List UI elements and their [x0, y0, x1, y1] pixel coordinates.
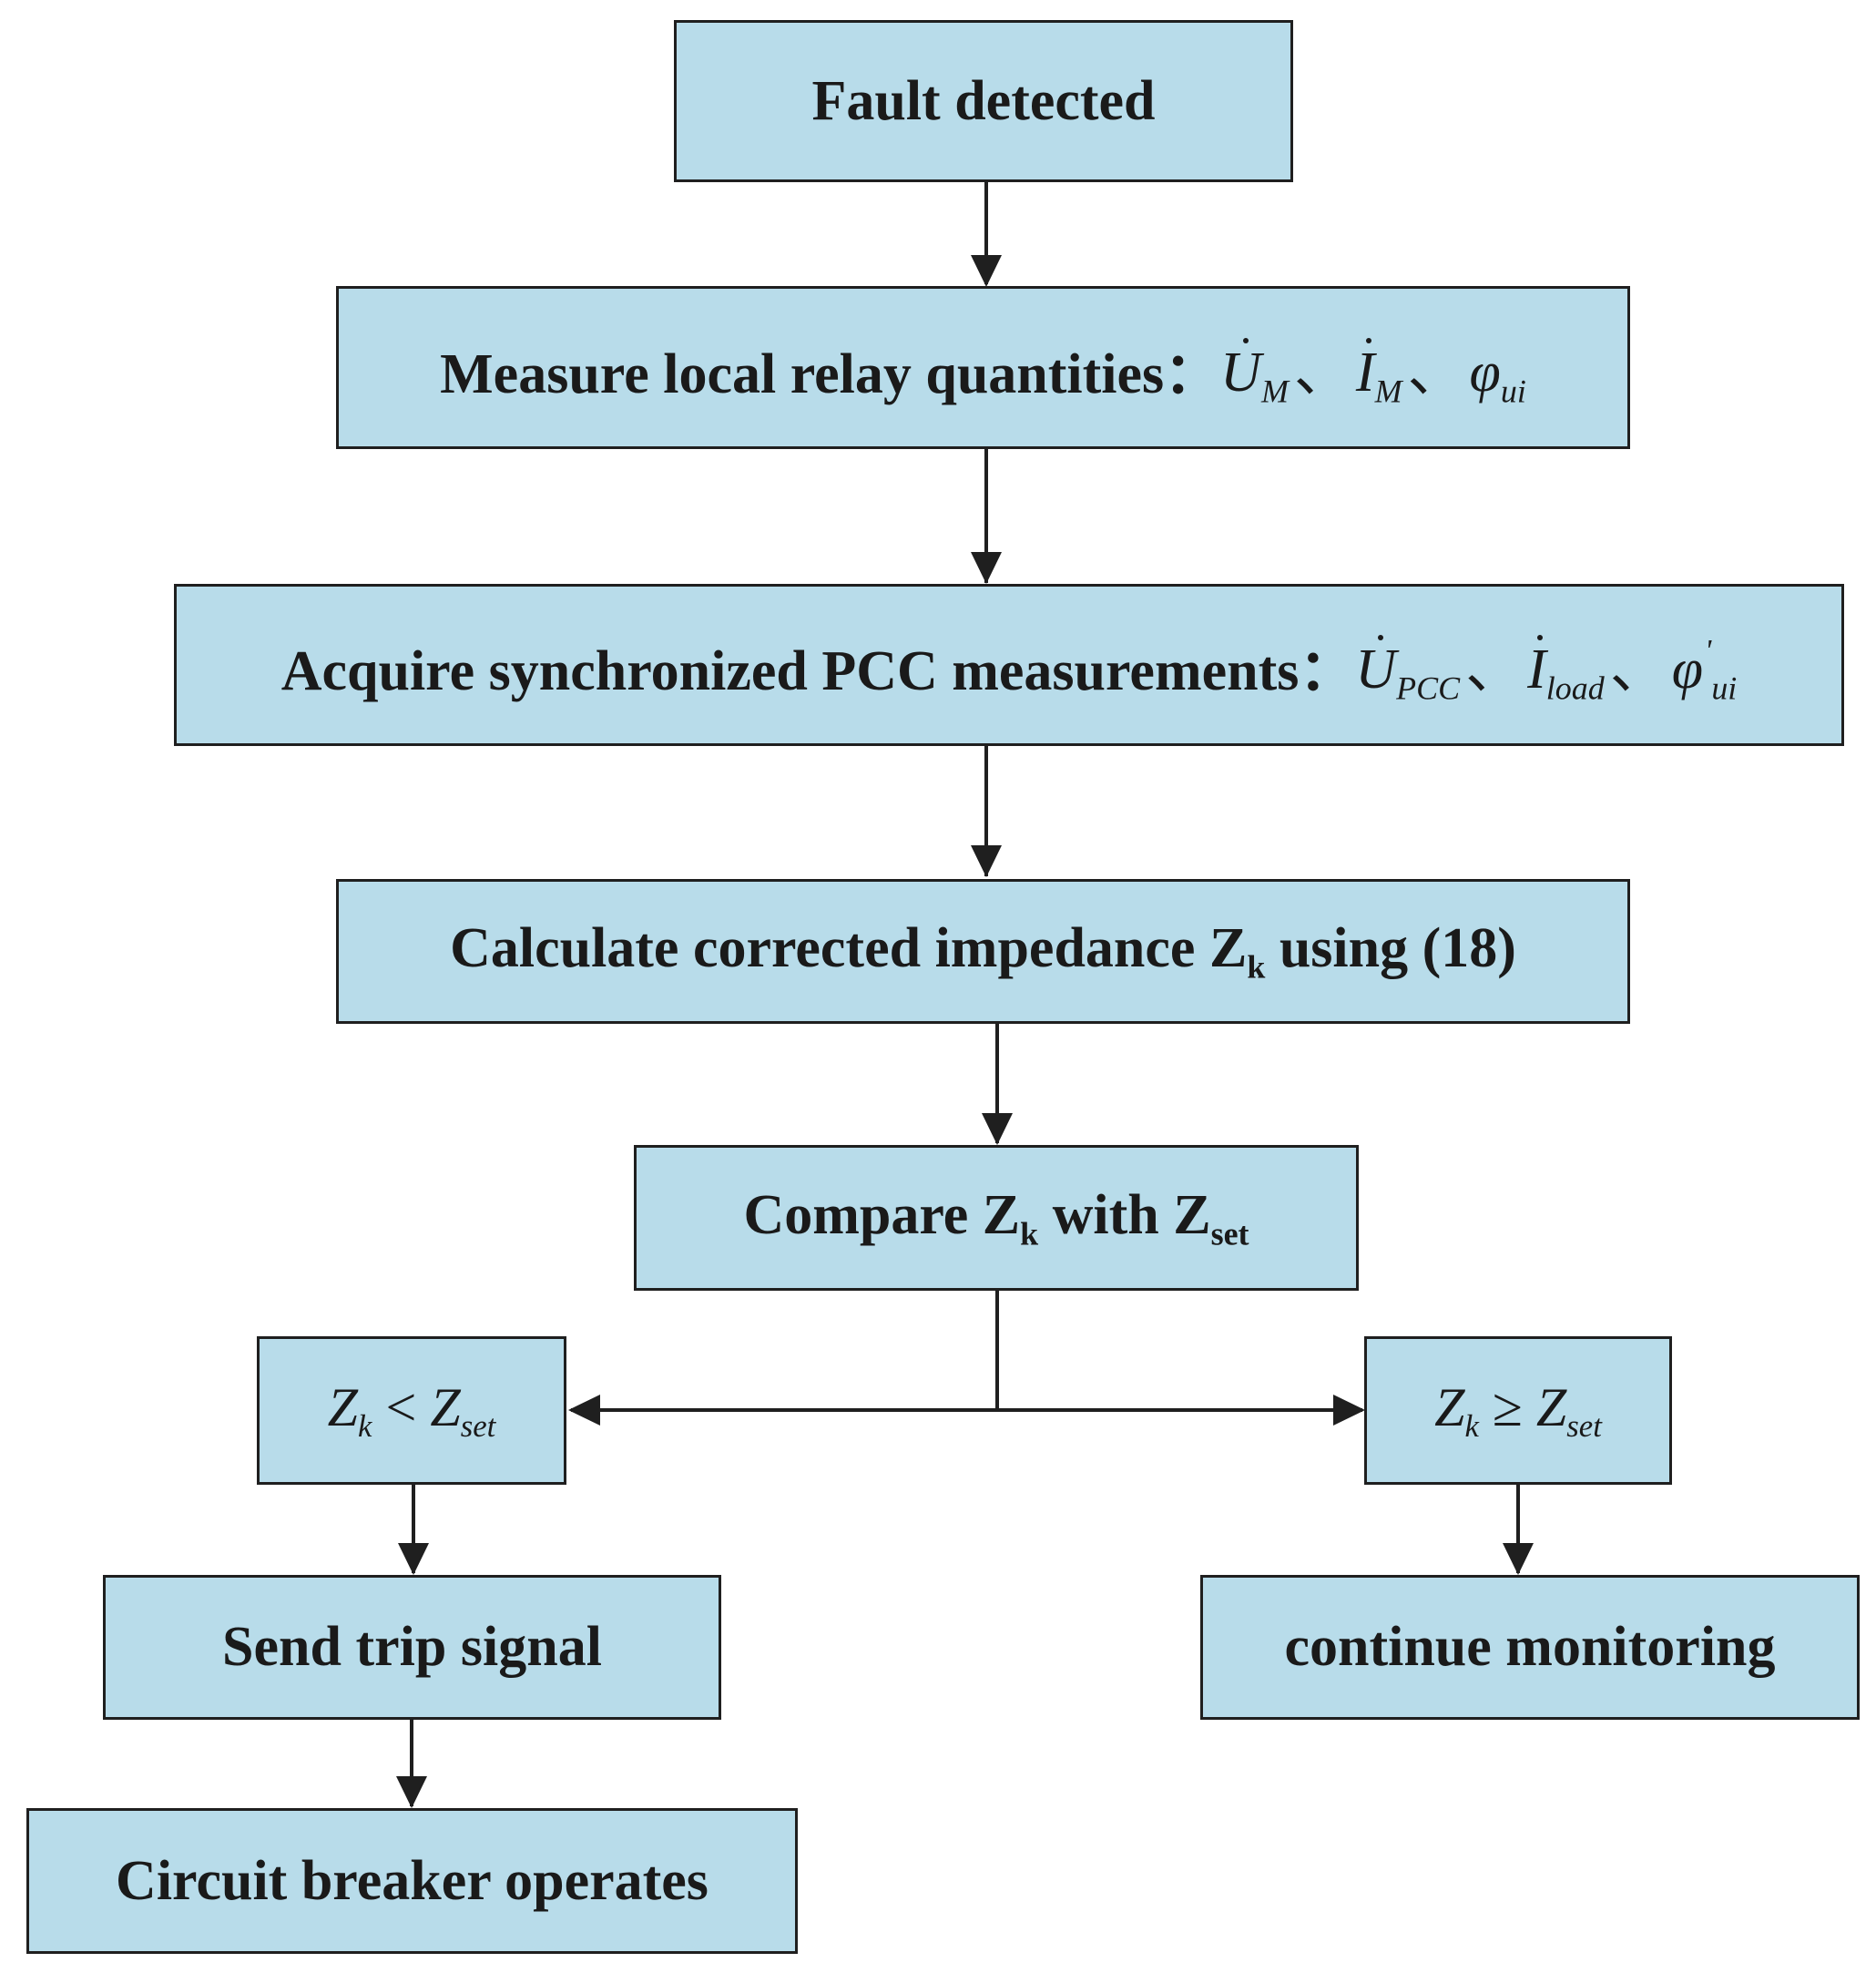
arrowhead: [971, 845, 1002, 877]
arrowhead: [398, 1543, 429, 1575]
arrowhead: [568, 1395, 600, 1426]
acquire-pcc-box: Acquire synchronized PCC measurements： U…: [174, 584, 1844, 746]
voltage-symbol: U: [1220, 337, 1261, 404]
continue-monitoring-label: continue monitoring: [1284, 1616, 1776, 1678]
continue-monitoring-box: continue monitoring: [1200, 1575, 1860, 1720]
current-symbol: I: [1355, 337, 1375, 404]
condition-less-label: Zk < Zset: [327, 1376, 496, 1445]
arrowhead: [982, 1113, 1013, 1145]
fault-detected-box: Fault detected: [674, 20, 1293, 182]
arrowhead: [971, 552, 1002, 584]
measure-local-box: Measure local relay quantities： UM、IM、φu…: [336, 286, 1630, 449]
compare-box: Compare Zk with Zset: [634, 1145, 1359, 1291]
send-trip-box: Send trip signal: [103, 1575, 721, 1720]
acquire-pcc-label: Acquire synchronized PCC measurements：: [280, 640, 1356, 702]
arrowhead: [396, 1776, 427, 1808]
send-trip-label: Send trip signal: [222, 1616, 602, 1678]
fault-detected-label: Fault detected: [811, 69, 1156, 132]
condition-geq-label: Zk ≥ Zset: [1434, 1376, 1602, 1445]
measure-local-quantities: UM、IM、φui: [1220, 337, 1526, 410]
calculate-impedance-label: Calculate corrected impedance Zk using (…: [450, 917, 1516, 986]
arrowhead: [971, 255, 1002, 287]
voltage-symbol: U: [1355, 635, 1397, 701]
arrowhead: [1503, 1543, 1534, 1575]
breaker-operates-box: Circuit breaker operates: [26, 1808, 798, 1954]
measure-local-label: Measure local relay quantities：: [440, 342, 1221, 405]
arrowhead: [1333, 1395, 1365, 1426]
breaker-operates-label: Circuit breaker operates: [116, 1849, 709, 1912]
calculate-impedance-box: Calculate corrected impedance Zk using (…: [336, 879, 1630, 1024]
current-symbol: I: [1527, 635, 1546, 701]
compare-label: Compare Zk with Zset: [743, 1183, 1249, 1252]
condition-geq-box: Zk ≥ Zset: [1364, 1336, 1672, 1485]
phase-symbol: φ: [1469, 341, 1501, 404]
phase-symbol: φ: [1671, 639, 1704, 701]
acquire-pcc-quantities: UPCC、Iload、φ'ui: [1355, 633, 1738, 707]
condition-less-box: Zk < Zset: [257, 1336, 566, 1485]
